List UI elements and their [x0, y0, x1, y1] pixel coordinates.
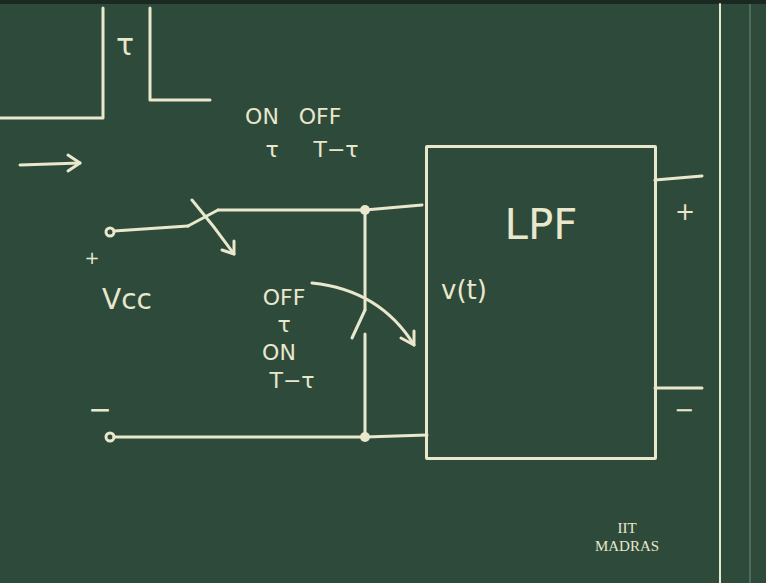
signal-label: Vcc [102, 286, 152, 314]
signal-label: + [84, 249, 99, 267]
signal-label: τ [116, 30, 134, 60]
box-title: LPF [428, 200, 654, 249]
signal-label: OFF [299, 106, 342, 128]
watermark: IIT MADRAS [587, 519, 667, 555]
signal-label: ON [262, 342, 296, 364]
signal-label: − [88, 396, 111, 424]
signal-label: ON [245, 106, 279, 128]
signal-label: − [674, 398, 694, 422]
signal-label: τ [277, 314, 290, 336]
signal-label: OFF [263, 287, 306, 309]
signal-label: τ [265, 139, 278, 161]
signal-label: T−τ [313, 139, 358, 161]
signal-label: T−τ [269, 370, 314, 392]
signal-label: + [675, 200, 695, 224]
signal-label: v(t) [441, 277, 487, 303]
